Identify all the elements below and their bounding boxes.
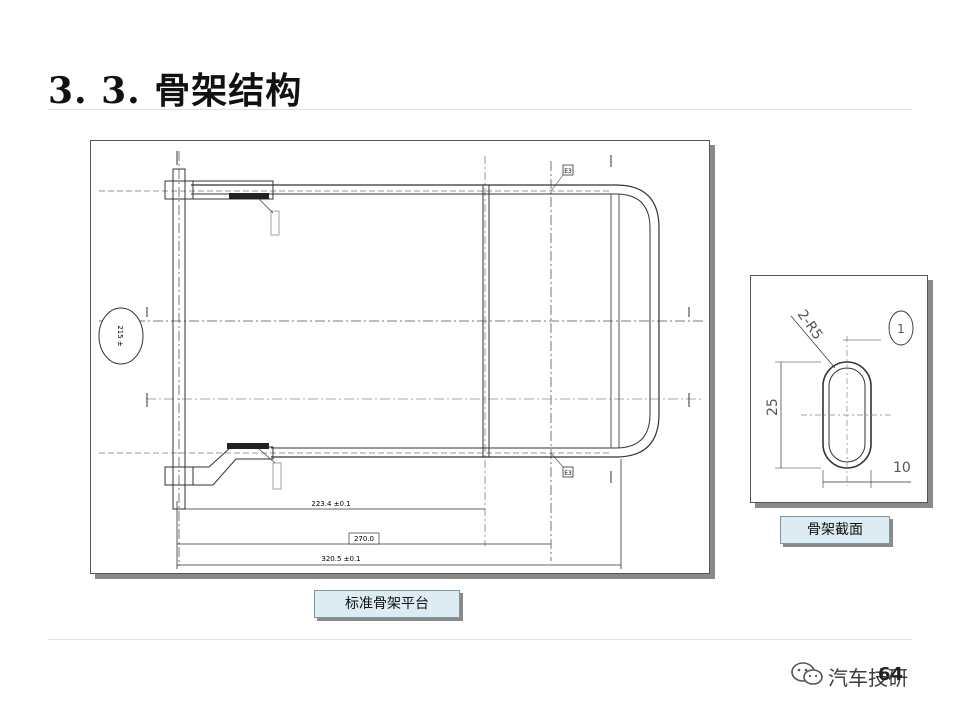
top-weld-leader — [258, 198, 274, 214]
dim-overall-text: 320.5 ±0.1 — [321, 555, 360, 563]
platform-caption: 标准骨架平台 — [314, 590, 460, 618]
top-tag-text: E3 — [564, 168, 572, 175]
bottom-tag-text: E3 — [564, 470, 572, 477]
slide-title: 3. 3. 骨架结构 — [48, 70, 303, 112]
frame-tube-outer — [191, 184, 660, 458]
width-ellipse-text: 215 ± — [116, 325, 124, 347]
watermark: 汽车技研 — [790, 662, 908, 690]
title-divider — [48, 109, 912, 110]
section-drawing-svg: 2-R5 25 10 1 — [765, 307, 914, 488]
footer-divider — [48, 639, 912, 640]
page-number: 64 — [878, 664, 904, 685]
bottom-tag-box — [562, 466, 574, 478]
watermark-text: 汽车技研 — [828, 665, 908, 690]
bottom-weld — [227, 443, 269, 449]
bottom-bracket — [164, 466, 194, 486]
bottom-weld-note — [272, 462, 282, 490]
top-tag-box — [562, 164, 574, 176]
top-tag-leader — [550, 174, 564, 192]
top-bracket — [164, 180, 194, 200]
bottom-arm — [193, 446, 274, 486]
section-callout-text: 1 — [897, 322, 905, 336]
width-ellipse — [98, 307, 144, 365]
platform-drawing-svg: E3 E3 215 ± 223.4 ±0.1 270.0 320.5 ±0.1 — [98, 151, 703, 569]
dim-mid-text: 270.0 — [354, 535, 374, 543]
height-label: 25 — [765, 398, 781, 416]
section-callout-ellipse — [888, 310, 914, 346]
frame-tube-inner — [191, 193, 651, 449]
top-weld-note — [270, 210, 280, 236]
bottom-weld-leader — [258, 448, 276, 464]
radius-leader — [790, 315, 836, 369]
section-drawing: 2-R5 25 10 1 — [750, 275, 928, 503]
section-caption: 骨架截面 — [780, 516, 890, 544]
platform-drawing: E3 E3 215 ± 223.4 ±0.1 270.0 320.5 ±0.1 — [90, 140, 710, 574]
width-label: 10 — [893, 460, 911, 476]
bottom-tag-leader — [550, 452, 564, 468]
dim-mid-box — [348, 532, 380, 545]
top-weld — [229, 193, 269, 199]
wechat-icon — [790, 661, 824, 691]
dim-inner-text: 223.4 ±0.1 — [311, 500, 350, 508]
